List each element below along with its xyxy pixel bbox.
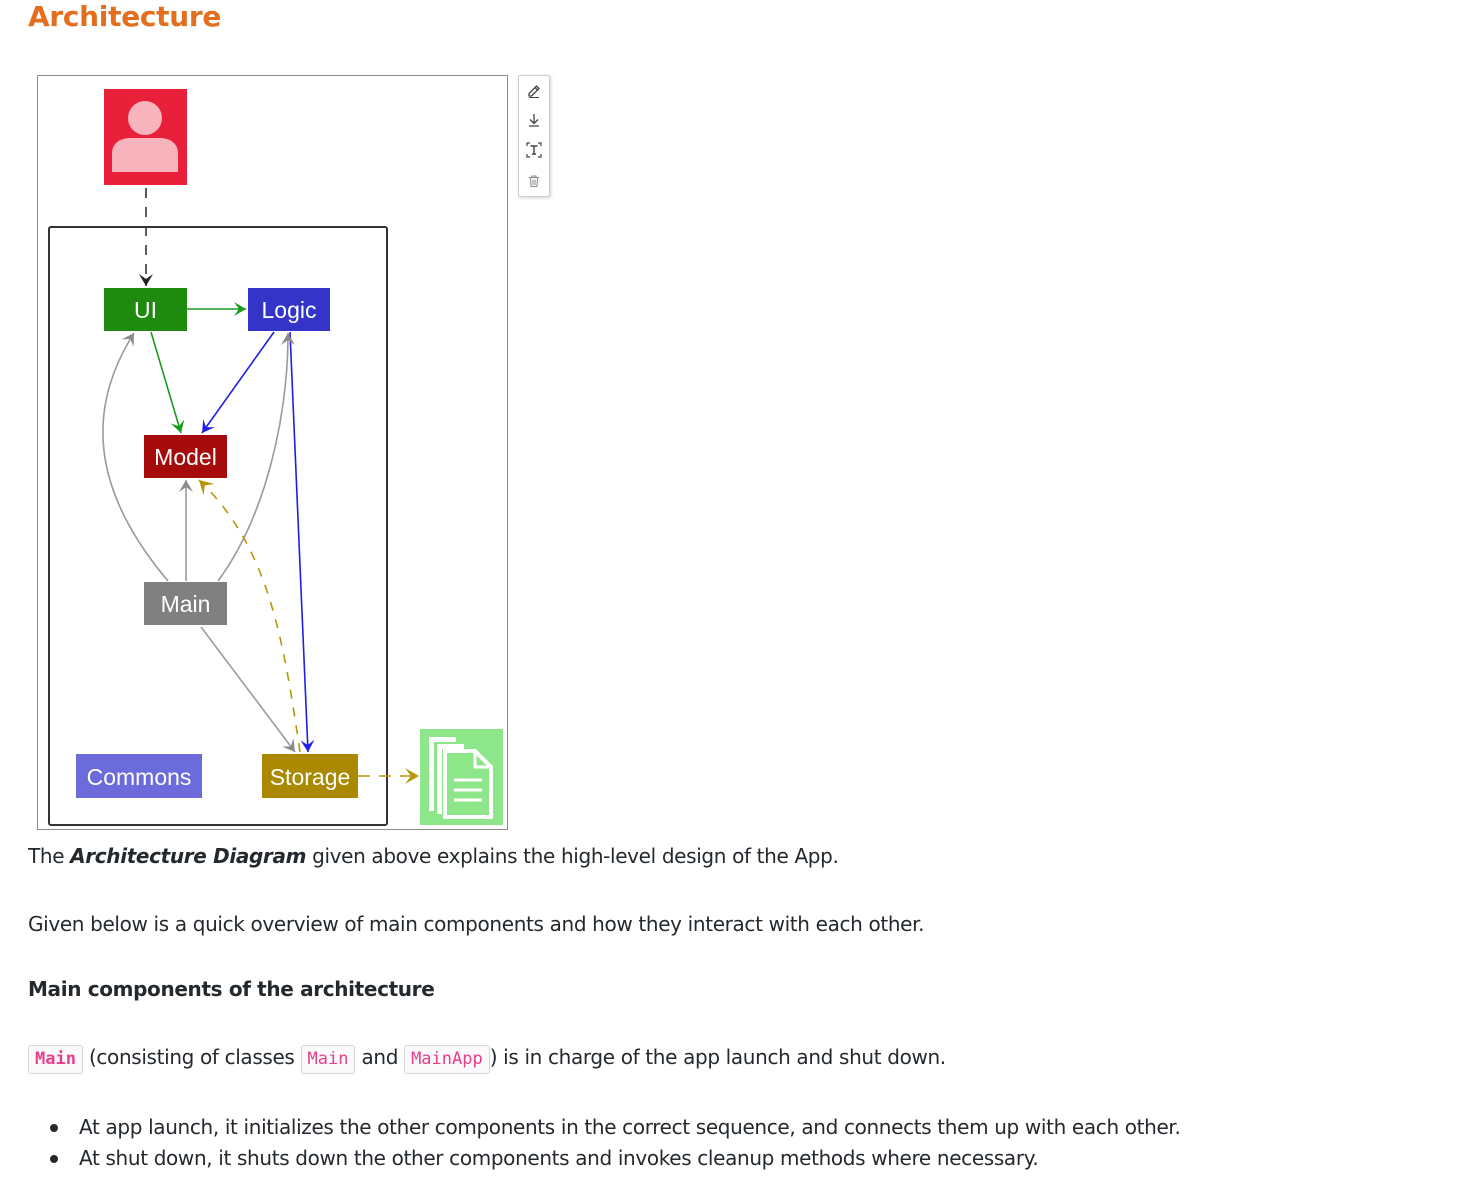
- logic-to-storage-arrow: [289, 331, 315, 753]
- main-to-logic-arrow: [217, 332, 295, 582]
- edit-icon[interactable]: [523, 80, 545, 102]
- component-commons: Commons: [76, 754, 202, 798]
- main-to-storage-arrow: [200, 626, 296, 753]
- main-component-description: Main (consisting of classes Main and Mai…: [28, 1044, 946, 1074]
- list-item: At app launch, it initializes the other …: [28, 1112, 1181, 1143]
- component-storage: Storage: [262, 754, 358, 798]
- class-mainapp-code: MainApp: [404, 1045, 490, 1074]
- file-storage-icon: [420, 729, 503, 825]
- storage-to-model-arrow: [198, 479, 301, 753]
- page-title: Architecture: [28, 0, 222, 33]
- main-desc-part2: ) is in charge of the app launch and shu…: [489, 1045, 946, 1069]
- main-code-label: Main: [28, 1045, 83, 1074]
- class-main-code: Main: [300, 1045, 356, 1074]
- component-logic: Logic: [248, 288, 330, 331]
- delete-icon[interactable]: [523, 170, 545, 192]
- text-extract-icon[interactable]: [523, 139, 545, 161]
- caption-text-pre: The: [28, 844, 71, 868]
- component-model: Model: [144, 435, 227, 478]
- image-toolbar: [518, 75, 550, 197]
- main-to-ui-arrow: [102, 332, 169, 582]
- overview-paragraph: Given below is a quick overview of main …: [28, 912, 925, 936]
- caption-emphasis: Architecture Diagram: [70, 844, 307, 868]
- app-boundary: [48, 226, 388, 826]
- component-ui: UI: [104, 288, 187, 331]
- main-desc-part1: (consisting of classes: [82, 1045, 301, 1069]
- user-actor: [104, 89, 187, 185]
- caption-text-post: given above explains the high-level desi…: [306, 844, 839, 868]
- download-icon[interactable]: [523, 109, 545, 131]
- component-logic-label: Logic: [262, 297, 317, 323]
- ui-to-model-arrow: [150, 331, 185, 434]
- architecture-diagram: UI Logic Model Main Commons Storage: [37, 75, 508, 830]
- main-responsibilities-list: At app launch, it initializes the other …: [28, 1112, 1181, 1174]
- list-item: At shut down, it shuts down the other co…: [28, 1143, 1180, 1174]
- component-commons-label: Commons: [87, 764, 192, 790]
- component-ui-label: UI: [134, 297, 157, 323]
- component-storage-label: Storage: [270, 764, 351, 790]
- diagram-caption: The Architecture Diagram given above exp…: [28, 843, 839, 869]
- component-main-label: Main: [161, 591, 211, 617]
- component-model-label: Model: [154, 444, 217, 470]
- section-title: Main components of the architecture: [28, 977, 435, 1001]
- and-text: and: [355, 1045, 405, 1069]
- component-main: Main: [144, 582, 227, 625]
- logic-to-model-arrow: [201, 331, 275, 434]
